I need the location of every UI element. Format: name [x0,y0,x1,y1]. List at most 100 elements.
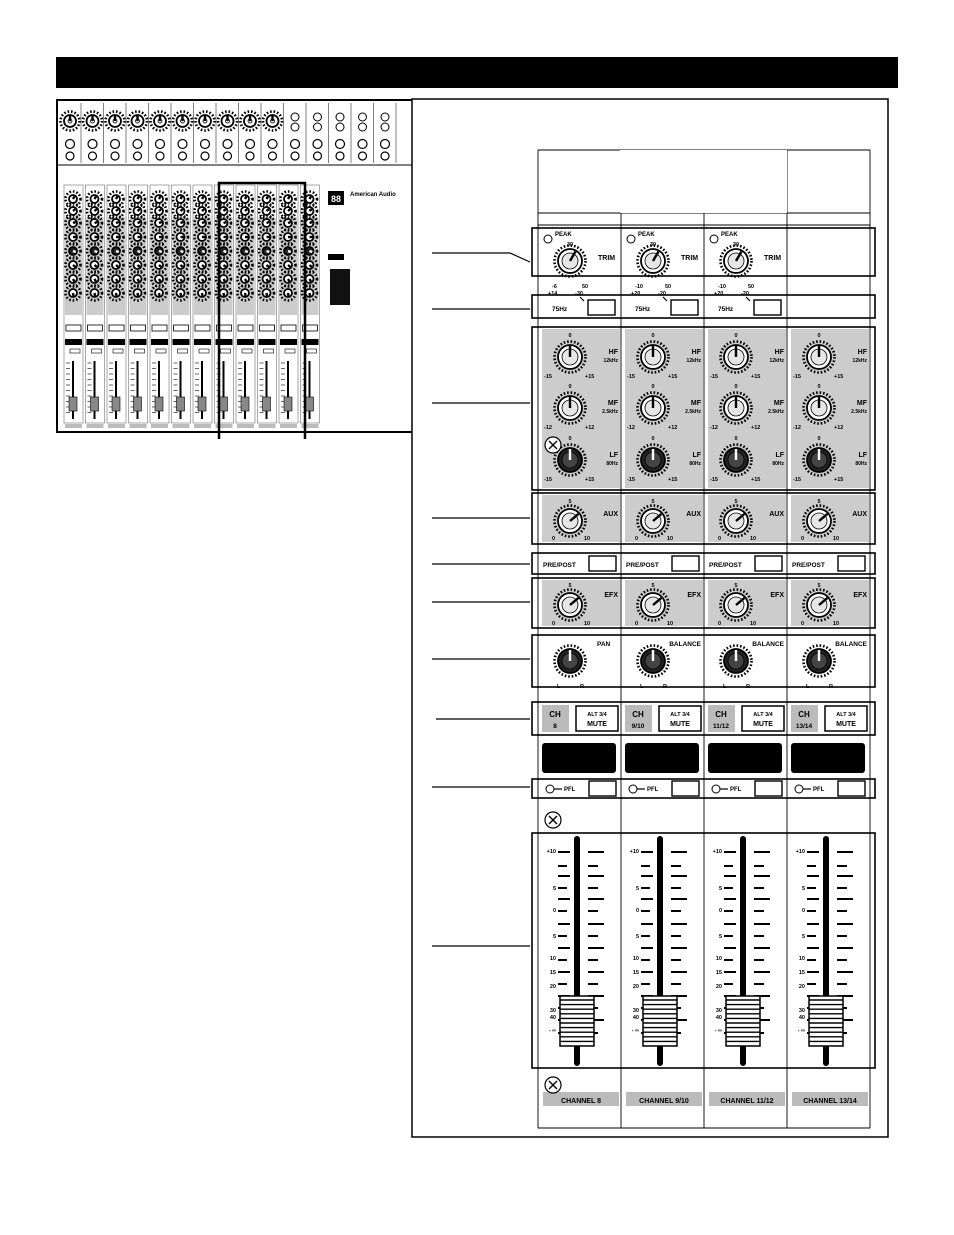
jack-icon [379,138,391,150]
pfl-label: PFL [564,787,576,793]
knob-scale [636,443,670,477]
trim-scale-gain-max: -20 [741,291,749,297]
jack-icon [267,151,278,161]
scribble-strip [791,743,865,773]
pan-knob-icon [802,644,836,678]
eq-scale-center: 0 [734,333,737,339]
strip-outline [214,184,234,424]
scribble-strip [194,339,211,345]
knob-pointer [200,278,205,283]
trim-scale-gain-min: +20 [631,291,640,297]
strip-outline [106,184,127,424]
jack-icon [358,112,367,122]
jack-icon [177,151,188,161]
knob-scale [193,284,211,302]
channel-id-tag [708,705,735,732]
jack-icon [357,151,368,161]
section-frame [531,227,876,277]
eq-scale-min: -15 [544,477,552,483]
eq-knob-icon [636,443,670,477]
channel-id-top: CH [715,710,727,719]
fader-scale-label: 30 [799,1008,805,1014]
knob-scale [553,644,587,678]
peak-label: PEAK [638,232,655,238]
knob-pointer [222,264,227,268]
knob-pointer [93,208,98,212]
eq-scale-center: 0 [568,384,571,390]
knob-body [68,288,78,298]
fader-scale-label: - ∞ [632,1028,639,1034]
knob-pointer [222,292,226,297]
eq-scale-center: 0 [817,384,820,390]
trim-scale-min: -10 [718,284,726,290]
knob-pointer [651,250,660,262]
knob-scale [300,284,319,302]
lowcut-label: 75Hz [635,306,651,313]
knob-pointer [136,264,141,268]
trim-scale-mid: 30 [733,242,739,248]
aux-scale-min: 0 [635,536,638,542]
knob-scale [802,443,836,477]
jack-icon [245,151,255,161]
knob-scale [107,284,125,302]
overview-strip [171,184,191,428]
eq-band-label: MF [774,400,785,407]
jack-icon [290,122,300,132]
pfl-led-icon [545,784,555,794]
fader-scale-label: 20 [633,984,639,990]
trim-scale-max: 50 [582,284,588,290]
knob-pointer [309,249,313,254]
knob-pointer [201,220,206,225]
aux-scale-min: 0 [801,536,804,542]
peak-label: PEAK [721,232,738,238]
efx-knob-icon [553,588,587,622]
eq-freq-label: 12kHz [770,358,785,364]
fader-scale-label: +10 [630,849,639,855]
knob-pointer [818,597,829,606]
eq-scale-center: 0 [651,384,654,390]
knob-pointer [157,195,162,200]
fader-cap-icon [283,396,293,412]
mute-button-line1: ALT 3/4 [587,712,607,718]
jack-icon [335,122,345,132]
channel-label-strip [151,424,168,428]
knob-scale [194,110,216,132]
prepost-label: PRE/POST [543,562,576,569]
fader-scale-label: 5 [636,934,639,940]
knob-pointer [136,278,141,283]
strip-outline [63,184,84,424]
knob-pointer [114,278,119,283]
lowcut-button-icon [753,299,782,316]
eq-band-label: LF [692,452,701,459]
knob-pointer [223,220,227,225]
xlr-jack-icon [81,110,104,132]
knob-pointer [93,264,98,268]
knob-scale [59,110,81,132]
fader-cap-icon [262,396,271,412]
knob-scale [802,391,836,425]
efx-scale-mid: 5 [734,583,737,589]
mute-button-icon [237,324,254,332]
eq-scale-center: 0 [734,436,737,442]
eq-scale-max: +12 [834,425,843,431]
efx-scale-min: 0 [718,621,721,627]
screw-icon [544,811,562,829]
strip-knob-icon [171,284,190,302]
pan-right-label: R [746,684,750,690]
jack-icon [312,138,323,150]
jack-icon [87,138,98,150]
knob-pointer [309,220,313,225]
channel-label-strip [108,424,125,428]
knob-pointer [308,195,313,200]
mute-button-line2: MUTE [670,721,690,728]
knob-pointer [72,249,77,254]
knob-pointer [114,292,118,297]
trim-label: TRIM [681,255,698,262]
fader-scale-label: 5 [719,934,722,940]
mute-button-icon [173,324,189,332]
strip-knob-icon [128,284,147,302]
mute-button-line1: ALT 3/4 [670,712,690,718]
knob-pointer [201,264,206,268]
trim-scale-max: 50 [665,284,671,290]
knob-scale [553,443,587,477]
